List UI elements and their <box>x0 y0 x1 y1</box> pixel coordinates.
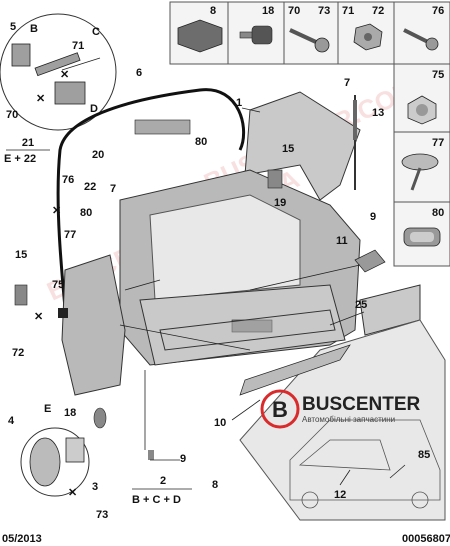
callout-6: 6 <box>136 67 142 79</box>
callout-76: 76 <box>62 174 74 186</box>
callout-11: 11 <box>336 235 348 247</box>
legend-e22-bottom: E + 22 <box>4 153 36 165</box>
grommet-icon <box>403 227 441 247</box>
callout-3: 3 <box>92 481 98 493</box>
callout-C: C <box>92 26 100 38</box>
callout-8: 8 <box>212 479 218 491</box>
rivet-icon <box>403 28 439 51</box>
callouts: 1 7 13 80 20 15 76 22 7 19 80 9 77 11 15… <box>8 77 430 521</box>
callout-4: 4 <box>8 415 15 427</box>
door-trim-strip <box>159 309 336 351</box>
square-clip <box>58 308 68 318</box>
legend-bcd: 2 B + C + D <box>132 475 192 506</box>
callout-5: 5 <box>10 21 16 33</box>
callout-9b: 9 <box>180 453 186 465</box>
callout-85: 85 <box>418 449 430 461</box>
screw-icon <box>289 28 330 53</box>
callout-13: 13 <box>372 107 384 119</box>
van-sketch <box>289 419 441 509</box>
door-window-opening <box>149 194 301 301</box>
clip-part <box>148 450 154 460</box>
callout-22: 22 <box>84 181 96 193</box>
callout-77: 77 <box>64 229 76 241</box>
leader-lines <box>119 107 406 486</box>
brand-logo-letter: B <box>272 397 288 422</box>
legend-e22: 21 E + 22 <box>4 137 50 165</box>
hinge-bolt <box>14 284 28 306</box>
detail-circle-hinge: 5 B C 71 D 70 ✕ ✕ <box>0 13 117 131</box>
brand-subtitle: Автомобільні запчастини <box>302 415 395 424</box>
callout-12: 12 <box>334 489 346 501</box>
clip-icon <box>239 25 273 45</box>
brand-logo: B BUSCENTER Автомобільні запчастини <box>260 389 421 429</box>
callout-B: B <box>30 23 38 35</box>
callout-10: 10 <box>214 417 226 429</box>
callout-75: 75 <box>52 279 64 291</box>
grid-num-73: 73 <box>318 5 330 17</box>
callout-72: 72 <box>12 347 24 359</box>
callout-15b: 15 <box>15 249 27 261</box>
grid-num-18: 18 <box>262 5 274 17</box>
legend-e22-top: 21 <box>22 137 34 149</box>
footer-date: 05/2013 <box>2 533 42 545</box>
grid-num-80: 80 <box>432 207 444 219</box>
nut-icon <box>353 23 383 51</box>
cross-marker: ✕ <box>34 311 43 323</box>
cross-marker: ✕ <box>68 487 77 499</box>
brand-name: BUSCENTER <box>302 394 421 415</box>
hinge-part <box>354 249 386 273</box>
lock-cylinder <box>93 407 107 429</box>
callout-80: 80 <box>195 136 207 148</box>
cross-marker: ✕ <box>60 69 69 81</box>
handle-bar <box>134 119 191 135</box>
callout-1: 1 <box>236 97 242 109</box>
callout-20: 20 <box>92 149 104 161</box>
tailgate-body <box>119 91 361 366</box>
door-seal <box>56 88 246 361</box>
callout-19: 19 <box>274 197 286 209</box>
grid-num-72: 72 <box>372 5 384 17</box>
cross-marker: ✕ <box>52 205 61 217</box>
parts-grid: 8 18 70 73 71 72 76 75 77 80 <box>169 1 450 267</box>
grid-num-76: 76 <box>432 5 444 17</box>
latch-part <box>267 169 283 189</box>
cap-nut-icon <box>407 95 437 125</box>
grid-num-75: 75 <box>432 69 444 81</box>
callout-15: 15 <box>282 143 294 155</box>
callout-E: E <box>44 403 51 415</box>
hinge-bracket <box>54 81 86 105</box>
callout-18: 18 <box>64 407 76 419</box>
cross-marker: ✕ <box>36 93 45 105</box>
inner-panel <box>61 254 126 396</box>
callout-9: 9 <box>370 211 376 223</box>
callout-D: D <box>90 103 98 115</box>
handle-recess <box>231 319 273 333</box>
detail-circle-lock: ✕ <box>20 427 90 499</box>
callout-71: 71 <box>72 40 84 52</box>
callout-7b: 7 <box>110 183 116 195</box>
grid-num-77: 77 <box>432 137 444 149</box>
grid-num-8: 8 <box>210 5 216 17</box>
legend-bcd-bottom: B + C + D <box>132 494 181 506</box>
callout-25: 25 <box>355 299 367 311</box>
callout-73: 73 <box>96 509 108 521</box>
hinge-arm <box>34 52 81 77</box>
block-icon <box>177 19 223 53</box>
push-clip-icon <box>401 153 439 191</box>
legend-bcd-top: 2 <box>160 475 166 487</box>
callout-80b: 80 <box>80 207 92 219</box>
callout-7: 7 <box>344 77 350 89</box>
callout-70: 70 <box>6 109 18 121</box>
hinge-plate <box>11 43 31 67</box>
footer-ref: 00056807 <box>402 533 450 545</box>
grid-num-71: 71 <box>342 5 354 17</box>
grid-num-70: 70 <box>288 5 300 17</box>
brand-logo-ring <box>260 389 300 429</box>
parts-cell <box>393 1 450 65</box>
lower-trim-strip <box>239 344 351 396</box>
